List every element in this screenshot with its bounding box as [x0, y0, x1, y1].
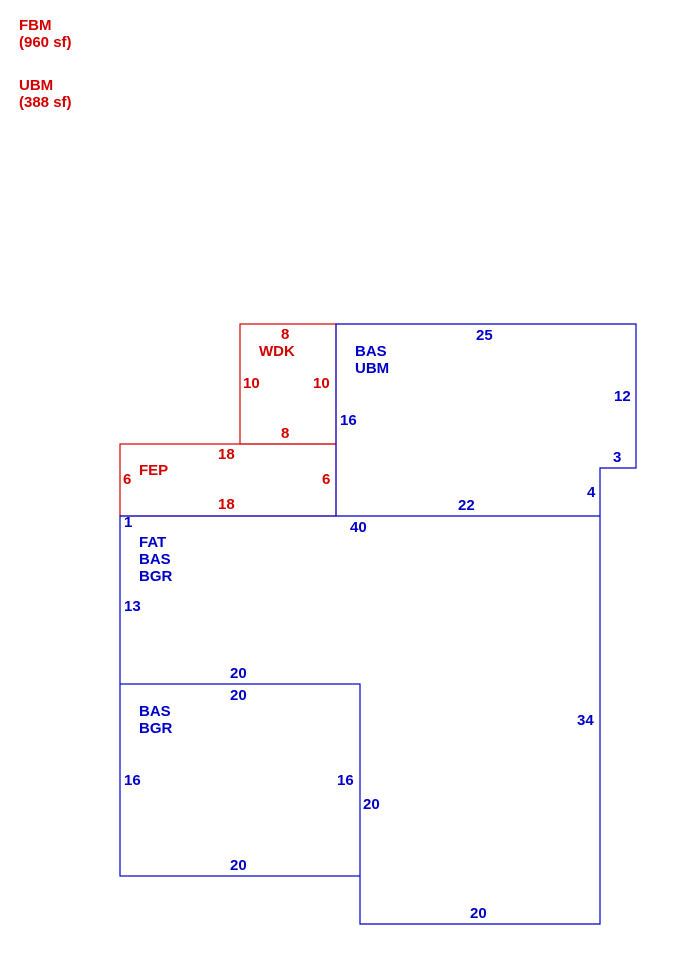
main-code-bgr: BGR: [139, 568, 173, 585]
main-bottom-dim: 20: [470, 905, 487, 922]
legend-fbm: FBM (960 sf): [19, 17, 72, 51]
main-code-bas: BAS: [139, 551, 171, 568]
upper-code-ubm: UBM: [355, 360, 389, 377]
wdk-area: 8 WDK 10 10 8: [239, 323, 337, 445]
legend-fbm-area: (960 sf): [19, 34, 72, 51]
upper-bottom-dim: 22: [458, 497, 475, 514]
main-right-dim: 34: [577, 712, 594, 729]
main-top-left-dim: 1: [124, 514, 132, 531]
main-top-dim: 40: [350, 519, 367, 536]
fep-top-dim: 18: [218, 446, 235, 463]
fep-area: 18 FEP 6 6 18: [119, 443, 337, 517]
fep-bottom-dim: 18: [218, 496, 235, 513]
lower-bas-outline: [119, 683, 361, 877]
lower-bas-area: 20 BAS BGR 16 16 20: [119, 683, 361, 877]
legend-fbm-code: FBM: [19, 17, 52, 34]
main-mid-dim: 20: [230, 665, 247, 682]
main-left-dim: 13: [124, 598, 141, 615]
lower-code-bgr: BGR: [139, 720, 173, 737]
upper-notch-top-dim: 3: [613, 449, 621, 466]
fep-code: FEP: [139, 462, 168, 479]
wdk-top-dim: 8: [281, 326, 289, 343]
upper-bas-area: 25 BAS UBM 12 16 3 4 22: [335, 323, 637, 516]
legend-ubm: UBM (388 sf): [19, 77, 72, 111]
main-inner-right-dim: 20: [363, 796, 380, 813]
main-bas-area: 1 40 FAT BAS BGR 13 20 34 20 20: [119, 514, 601, 925]
upper-left-dim: 16: [340, 412, 357, 429]
legend-ubm-code: UBM: [19, 77, 54, 94]
wdk-left-dim: 10: [243, 375, 260, 392]
fep-left-dim: 6: [123, 471, 131, 488]
upper-bas-outline: [335, 323, 637, 516]
upper-right-dim: 12: [614, 388, 631, 405]
lower-top-dim: 20: [230, 687, 247, 704]
main-code-fat: FAT: [139, 534, 166, 551]
fep-right-dim: 6: [322, 471, 330, 488]
upper-code-bas: BAS: [355, 343, 387, 360]
lower-left-dim: 16: [124, 772, 141, 789]
lower-right-dim: 16: [337, 772, 354, 789]
lower-bottom-dim: 20: [230, 857, 247, 874]
legend-ubm-area: (388 sf): [19, 94, 72, 111]
wdk-code: WDK: [259, 343, 295, 360]
main-bas-outline: [119, 515, 601, 925]
upper-top-dim: 25: [476, 327, 493, 344]
wdk-right-dim: 10: [313, 375, 330, 392]
lower-code-bas: BAS: [139, 703, 171, 720]
wdk-bottom-dim: 8: [281, 425, 289, 442]
upper-notch-right-dim: 4: [587, 484, 596, 501]
